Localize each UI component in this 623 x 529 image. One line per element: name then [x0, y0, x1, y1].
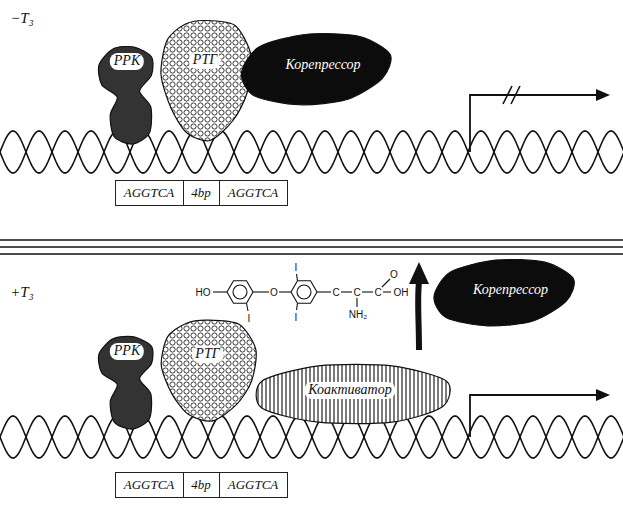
arrow-head — [596, 389, 610, 401]
atom-label: C — [353, 287, 360, 298]
tr-protein: РТГ — [155, 318, 260, 423]
corepressor-blob: Корепрессор — [428, 258, 578, 328]
node-label: 4bp — [191, 477, 211, 493]
coactivator-blob: Коактиватор — [245, 362, 455, 426]
sequence-cell: AGGTCA — [219, 180, 288, 206]
atom-label: I — [248, 313, 251, 324]
dna-strand — [0, 131, 623, 173]
tr-protein-outline — [155, 318, 260, 423]
rxr-protein: РРК — [92, 335, 162, 430]
node-label: AGGTCA — [228, 185, 279, 201]
node-label: 4bp — [191, 185, 211, 201]
separator — [0, 240, 623, 254]
state-label: +T₃ — [10, 284, 34, 301]
node-label: Коактиватор — [304, 382, 395, 399]
tr-protein-outline — [155, 18, 255, 143]
atom-label: NH₂ — [349, 309, 367, 320]
dna-strand — [0, 131, 623, 173]
node-label: РТГ — [189, 52, 221, 69]
node-label: AGGTCA — [228, 477, 279, 493]
node-label: AGGTCA — [124, 185, 175, 201]
release-arrow — [415, 282, 422, 350]
dna-strand — [0, 416, 623, 458]
rxr-protein: РРК — [92, 45, 162, 145]
arrow-head — [409, 262, 429, 284]
block-mark — [503, 86, 520, 104]
dna-strand — [0, 416, 623, 458]
state-label: −T₃ — [10, 10, 34, 27]
sequence-cell: 4bp — [183, 180, 221, 206]
sequence-cell: 4bp — [183, 472, 221, 498]
corepressor-blob: Корепрессор — [235, 32, 395, 107]
atom-label: C — [374, 287, 381, 298]
atom-label: OH — [394, 287, 409, 298]
node-label: AGGTCA — [124, 477, 175, 493]
sequence-cell: AGGTCA — [219, 472, 288, 498]
t3-molecule — [213, 274, 391, 311]
tr-protein: РТГ — [155, 18, 255, 143]
atom-label: O — [270, 287, 278, 298]
node-label: РРК — [110, 53, 144, 70]
node-label: РТГ — [191, 346, 223, 363]
node-label: Корепрессор — [473, 282, 548, 299]
atom-label: I — [295, 262, 298, 273]
atom-label: O — [390, 269, 398, 280]
node-label: РРК — [110, 343, 144, 360]
sequence-cell: AGGTCA — [115, 472, 184, 498]
node-label: Корепрессор — [285, 57, 360, 74]
atom-label: HO — [196, 287, 211, 298]
atom-label: C — [332, 287, 339, 298]
sequence-cell: AGGTCA — [115, 180, 184, 206]
atom-label: I — [295, 312, 298, 323]
arrow-head — [596, 89, 610, 101]
